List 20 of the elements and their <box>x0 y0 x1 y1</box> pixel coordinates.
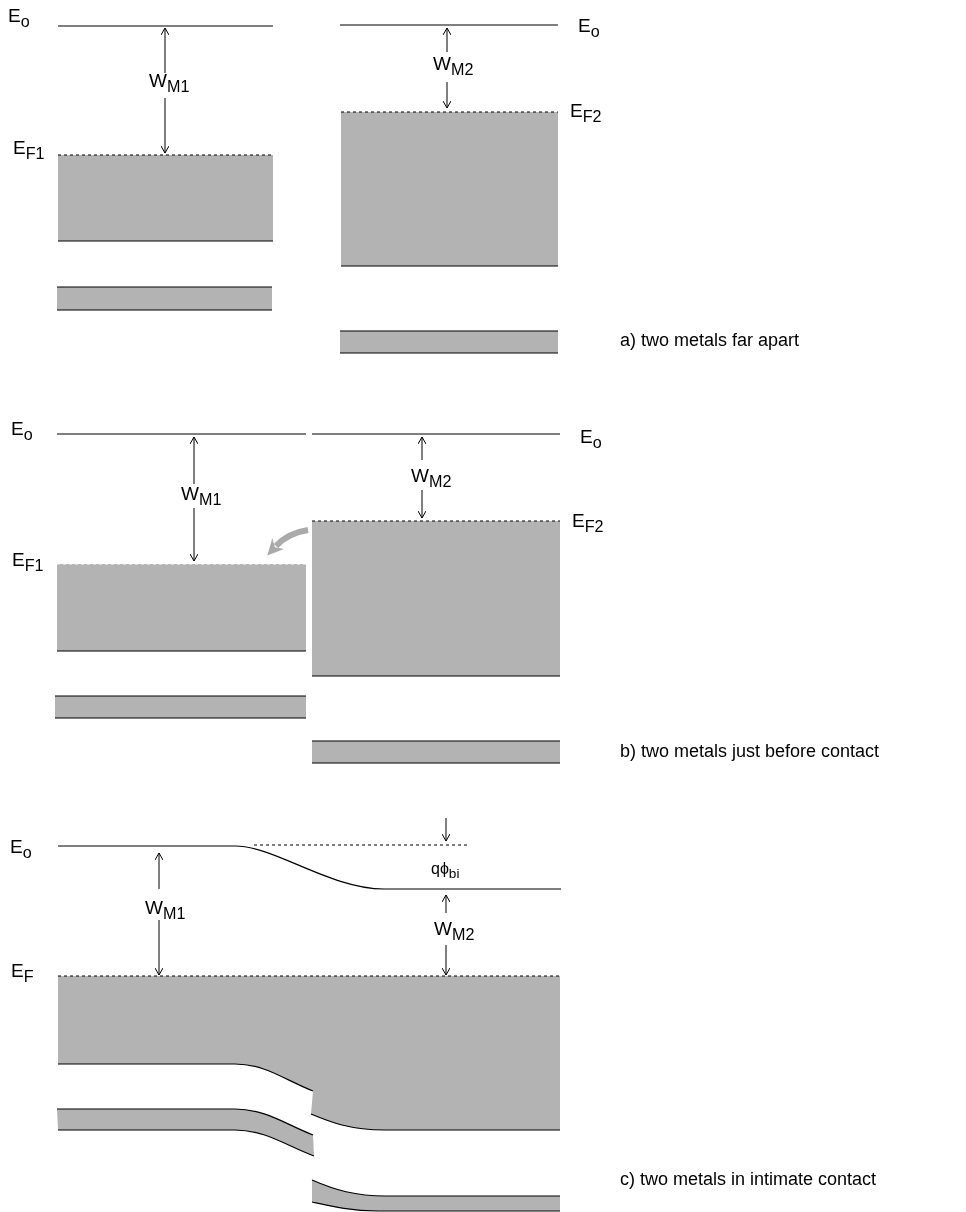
energy-label: E$_{F1}$ <box>12 550 44 569</box>
panel-caption: c) two metals in intimate contact <box>620 1170 877 1188</box>
panel-caption: b) two metals just before contact <box>620 742 880 760</box>
energy-label: E$_{o}$ <box>10 837 32 856</box>
panel-caption: a) two metals far apart <box>620 331 800 349</box>
energy-label: W$_{M2}$ <box>411 466 452 485</box>
energy-label: W$_{M2}$ <box>434 919 475 938</box>
energy-label: E$_{F}$ <box>11 961 34 980</box>
energy-label: E$_{F1}$ <box>13 138 45 157</box>
energy-label: W$_{M1}$ <box>181 484 222 503</box>
energy-label: E$_{F2}$ <box>572 511 604 530</box>
energy-label: W$_{M1}$ <box>145 898 186 917</box>
energy-label: W$_{M2}$ <box>433 54 474 73</box>
energy-label: E$_{o}$ <box>11 419 33 438</box>
energy-label: E$_{F2}$ <box>570 101 602 120</box>
energy-label: E$_{o}$ <box>580 427 602 446</box>
energy-label: E$_{o}$ <box>8 6 30 25</box>
energy-label: qϕ$_{bi}$ <box>431 861 460 877</box>
energy-label: E$_{o}$ <box>578 16 600 35</box>
energy-label: W$_{M1}$ <box>149 71 190 90</box>
